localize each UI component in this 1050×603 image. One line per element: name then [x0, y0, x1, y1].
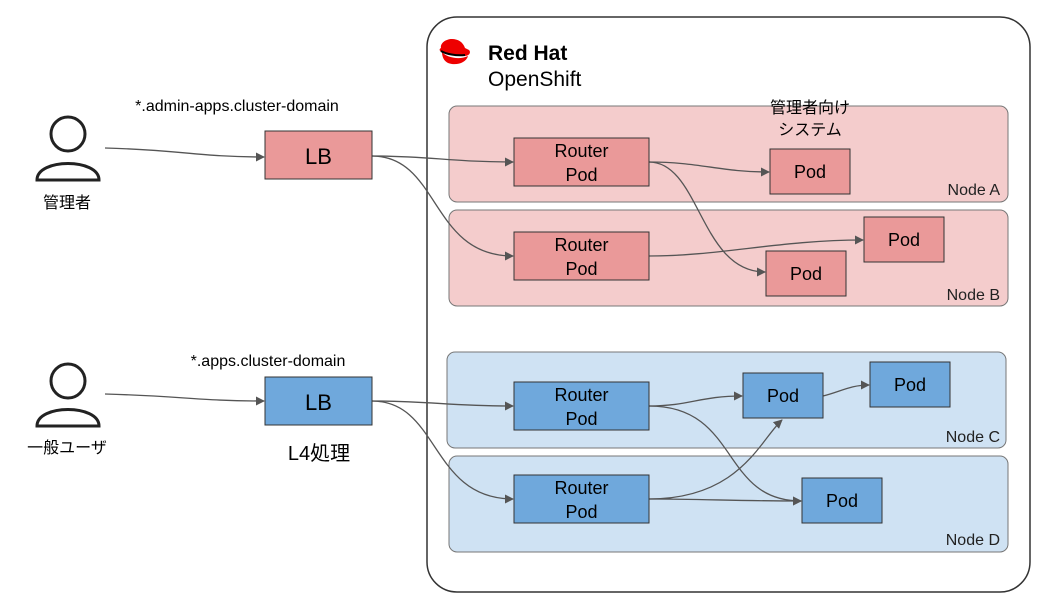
edge-router-c-to-pod-d: [648, 405, 802, 506]
edge-router-d-to-pod-d: [648, 496, 802, 506]
redhat-fedora-icon: [439, 39, 470, 65]
person-icon: [35, 115, 101, 182]
l4-processing-label: L4処理: [288, 442, 350, 465]
svg-text:Pod: Pod: [565, 502, 597, 522]
admin-domain-label: *.admin-apps.cluster-domain: [135, 98, 339, 115]
svg-text:LB: LB: [305, 144, 332, 169]
node-c-label: Node C: [946, 429, 1000, 446]
user-label: 一般ユーザ: [27, 439, 107, 457]
edge-router-a-to-pod-b2: [648, 161, 766, 277]
admin-label: 管理者: [43, 194, 91, 212]
svg-text:Router: Router: [554, 478, 608, 498]
svg-text:Pod: Pod: [888, 230, 920, 250]
pod-node-c-1: Pod: [742, 372, 824, 419]
pod-node-a: Pod: [769, 148, 851, 195]
pod-node-b-2: Pod: [765, 250, 847, 297]
edge-userlb-to-router-c: [371, 400, 514, 411]
svg-text:Pod: Pod: [790, 264, 822, 284]
svg-text:Pod: Pod: [565, 165, 597, 185]
node-b-label: Node B: [947, 287, 1000, 304]
pod-node-b-1: Pod: [863, 216, 945, 263]
node-d-label: Node D: [946, 532, 1000, 549]
svg-text:Router: Router: [554, 385, 608, 405]
svg-text:Router: Router: [554, 235, 608, 255]
admin-load-balancer: LB: [264, 130, 373, 180]
router-pod-a: Router Pod: [513, 137, 650, 187]
edge-router-a-to-pod-a: [648, 161, 770, 177]
pod-node-c-2: Pod: [869, 361, 951, 408]
brand-name: Red Hat: [488, 42, 567, 65]
svg-text:Pod: Pod: [894, 375, 926, 395]
pod-node-d: Pod: [801, 477, 883, 524]
svg-text:LB: LB: [305, 390, 332, 415]
edge-pod-c1-to-pod-c2: [822, 380, 870, 397]
edge-userlb-to-router-d: [371, 400, 514, 504]
svg-text:Pod: Pod: [767, 386, 799, 406]
router-pod-d: Router Pod: [513, 474, 650, 524]
edge-router-c-to-pod-c1: [648, 391, 743, 407]
admin-system-label-line1: 管理者向け: [770, 99, 850, 117]
edge-adminlb-to-router-b: [371, 155, 514, 261]
edge-user-to-lb: [104, 393, 265, 406]
person-icon: [35, 362, 101, 428]
user-load-balancer: LB: [264, 376, 373, 426]
svg-text:Pod: Pod: [826, 491, 858, 511]
svg-text:Pod: Pod: [565, 409, 597, 429]
edge-router-d-to-pod-c1: [648, 419, 783, 500]
router-pod-c: Router Pod: [513, 381, 650, 431]
svg-text:Router: Router: [554, 141, 608, 161]
router-pod-b: Router Pod: [513, 231, 650, 281]
edge-router-b-to-pod-b1: [648, 235, 864, 257]
edge-adminlb-to-router-a: [371, 155, 514, 167]
edge-admin-to-lb: [104, 147, 265, 162]
brand-product: OpenShift: [488, 68, 582, 91]
svg-text:Pod: Pod: [794, 162, 826, 182]
node-a-label: Node A: [948, 182, 1001, 199]
user-domain-label: *.apps.cluster-domain: [191, 353, 346, 370]
admin-system-label-line2: システム: [778, 122, 842, 139]
svg-text:Pod: Pod: [565, 259, 597, 279]
